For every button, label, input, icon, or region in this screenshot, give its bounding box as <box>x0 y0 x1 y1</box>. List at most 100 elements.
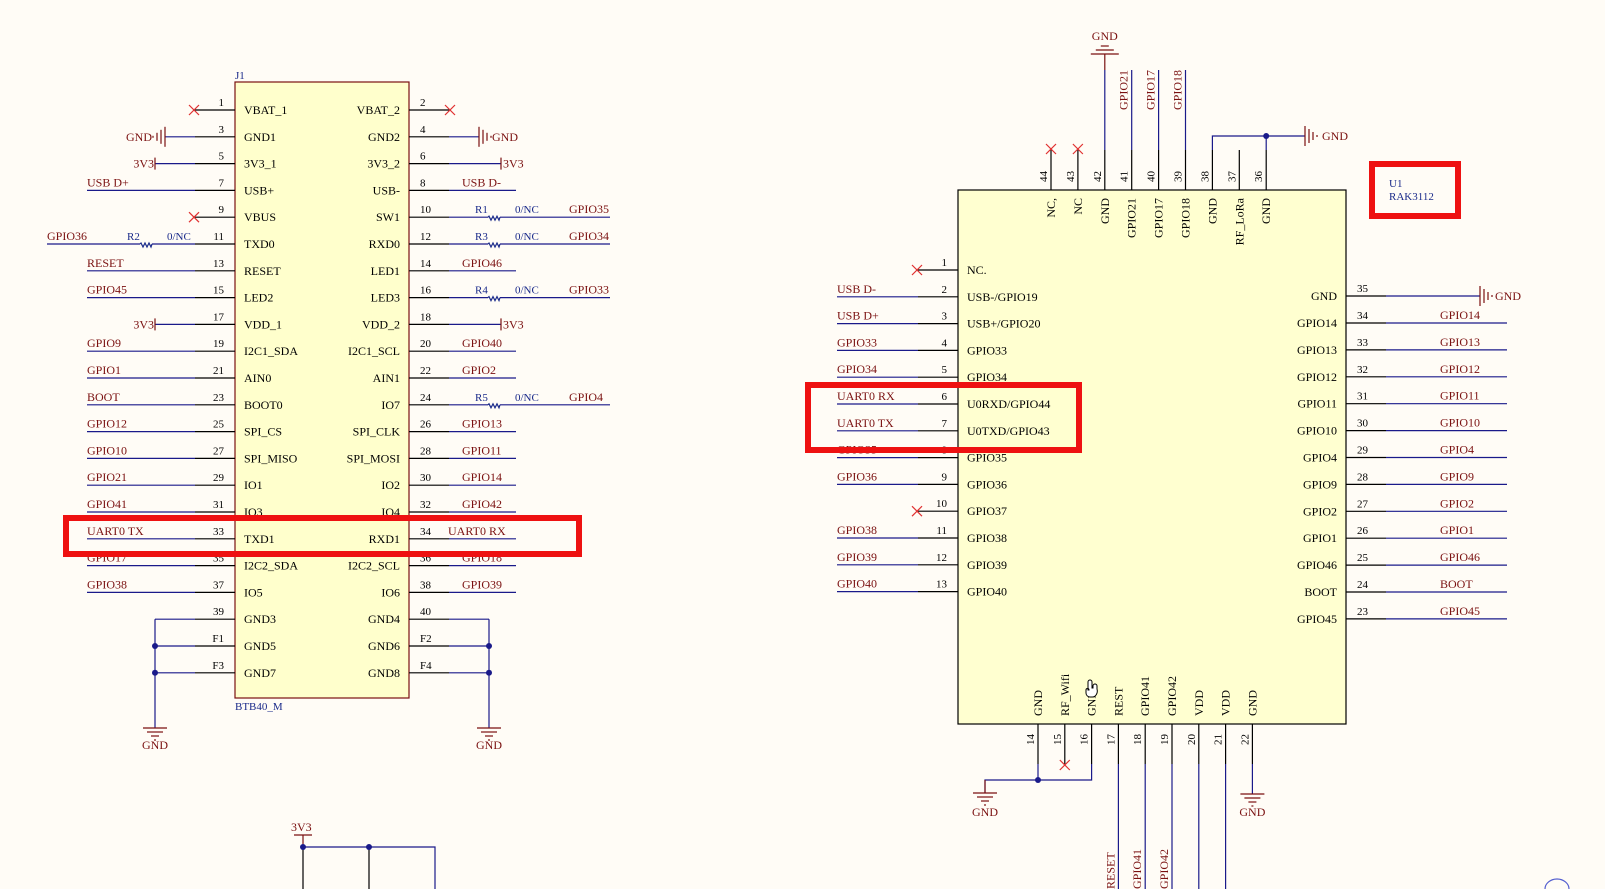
pin-number: 35 <box>213 553 225 565</box>
net-label-gnd: GND <box>1092 29 1118 43</box>
junction <box>1263 133 1270 139</box>
u1-pin-1[interactable]: NC.1 <box>911 257 987 277</box>
j1-body[interactable] <box>234 81 410 699</box>
pin-name: GND <box>1245 690 1259 716</box>
pin-number: 15 <box>213 285 225 297</box>
pin-number: 7 <box>942 418 948 430</box>
j1-pin-1[interactable]: VBAT_11 <box>188 97 287 117</box>
pin-name: BOOT0 <box>244 398 283 412</box>
pin-name: GPIO14 <box>1297 316 1337 330</box>
pin-number: 27 <box>1357 498 1369 510</box>
net-label: GPIO34 <box>837 362 877 376</box>
pin-number: 25 <box>213 419 225 431</box>
component-j1[interactable]: J1 BTB40_M VBAT_11GND13GND3V3_153V3USB+7… <box>47 70 610 752</box>
pin-number: 11 <box>213 231 224 243</box>
u1-body[interactable] <box>957 189 1347 725</box>
u1-pin-44[interactable]: NC,44 <box>1038 143 1058 218</box>
